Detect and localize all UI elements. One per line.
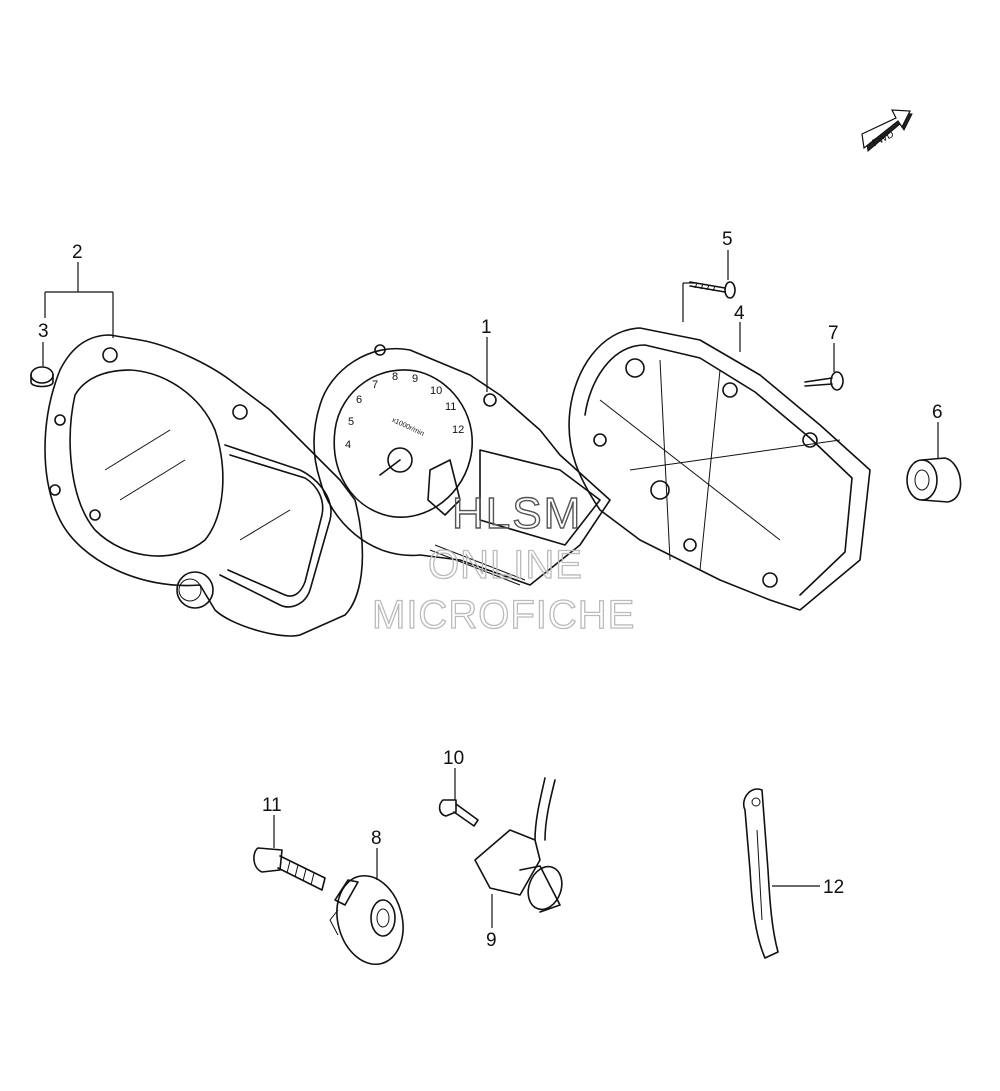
drive-gear-part <box>329 874 404 966</box>
watermark-line-1: HLSM <box>452 489 582 538</box>
tach-tick-label: 4 <box>345 439 351 451</box>
tach-tick-label: 12 <box>452 424 464 436</box>
tach-tick-label: 8 <box>392 371 398 383</box>
callout-4: 4 <box>734 303 745 324</box>
callout-12: 12 <box>823 877 844 898</box>
clamp-part <box>743 788 779 959</box>
watermark-line-3: MICROFICHE <box>372 593 635 637</box>
tach-tick-label: 6 <box>356 394 362 406</box>
callout-1: 1 <box>481 317 492 338</box>
rear-case-part <box>568 327 871 611</box>
tach-unit-label: x1000r/min <box>391 417 425 438</box>
callout-9: 9 <box>486 930 497 951</box>
tach-tick-label: 11 <box>445 401 456 413</box>
tapping-screw-part <box>804 371 844 391</box>
tach-tick-label: 10 <box>430 385 442 397</box>
callout-3: 3 <box>38 321 49 342</box>
callout-11: 11 <box>262 795 282 816</box>
tach-tick-label: 5 <box>348 416 354 428</box>
watermark: HLSM ONLINE MICROFICHE <box>371 488 635 637</box>
tach-tick-label: 7 <box>372 379 378 391</box>
bolt-small-part <box>438 799 479 827</box>
callout-8: 8 <box>371 828 382 849</box>
callout-6: 6 <box>932 402 943 423</box>
watermark-line-2: ONLINE <box>428 543 583 587</box>
callout-7: 7 <box>828 323 839 344</box>
screw-part <box>689 281 736 299</box>
callout-10: 10 <box>443 748 464 769</box>
front-cover-part <box>44 334 364 637</box>
leader-lines <box>42 250 939 928</box>
grommet-small-part <box>30 366 54 388</box>
callout-labels: 2 3 1 5 4 7 6 11 8 10 9 12 <box>38 229 943 951</box>
meter-assembly-part <box>313 344 611 586</box>
tach-tick-label: 9 <box>412 373 418 385</box>
bolt-part <box>253 847 326 891</box>
fwd-arrow-icon: FWD <box>861 109 913 152</box>
callout-2: 2 <box>72 242 83 263</box>
speed-sensor-part <box>474 777 563 913</box>
cushion-part <box>906 457 962 503</box>
callout-5: 5 <box>722 229 733 250</box>
